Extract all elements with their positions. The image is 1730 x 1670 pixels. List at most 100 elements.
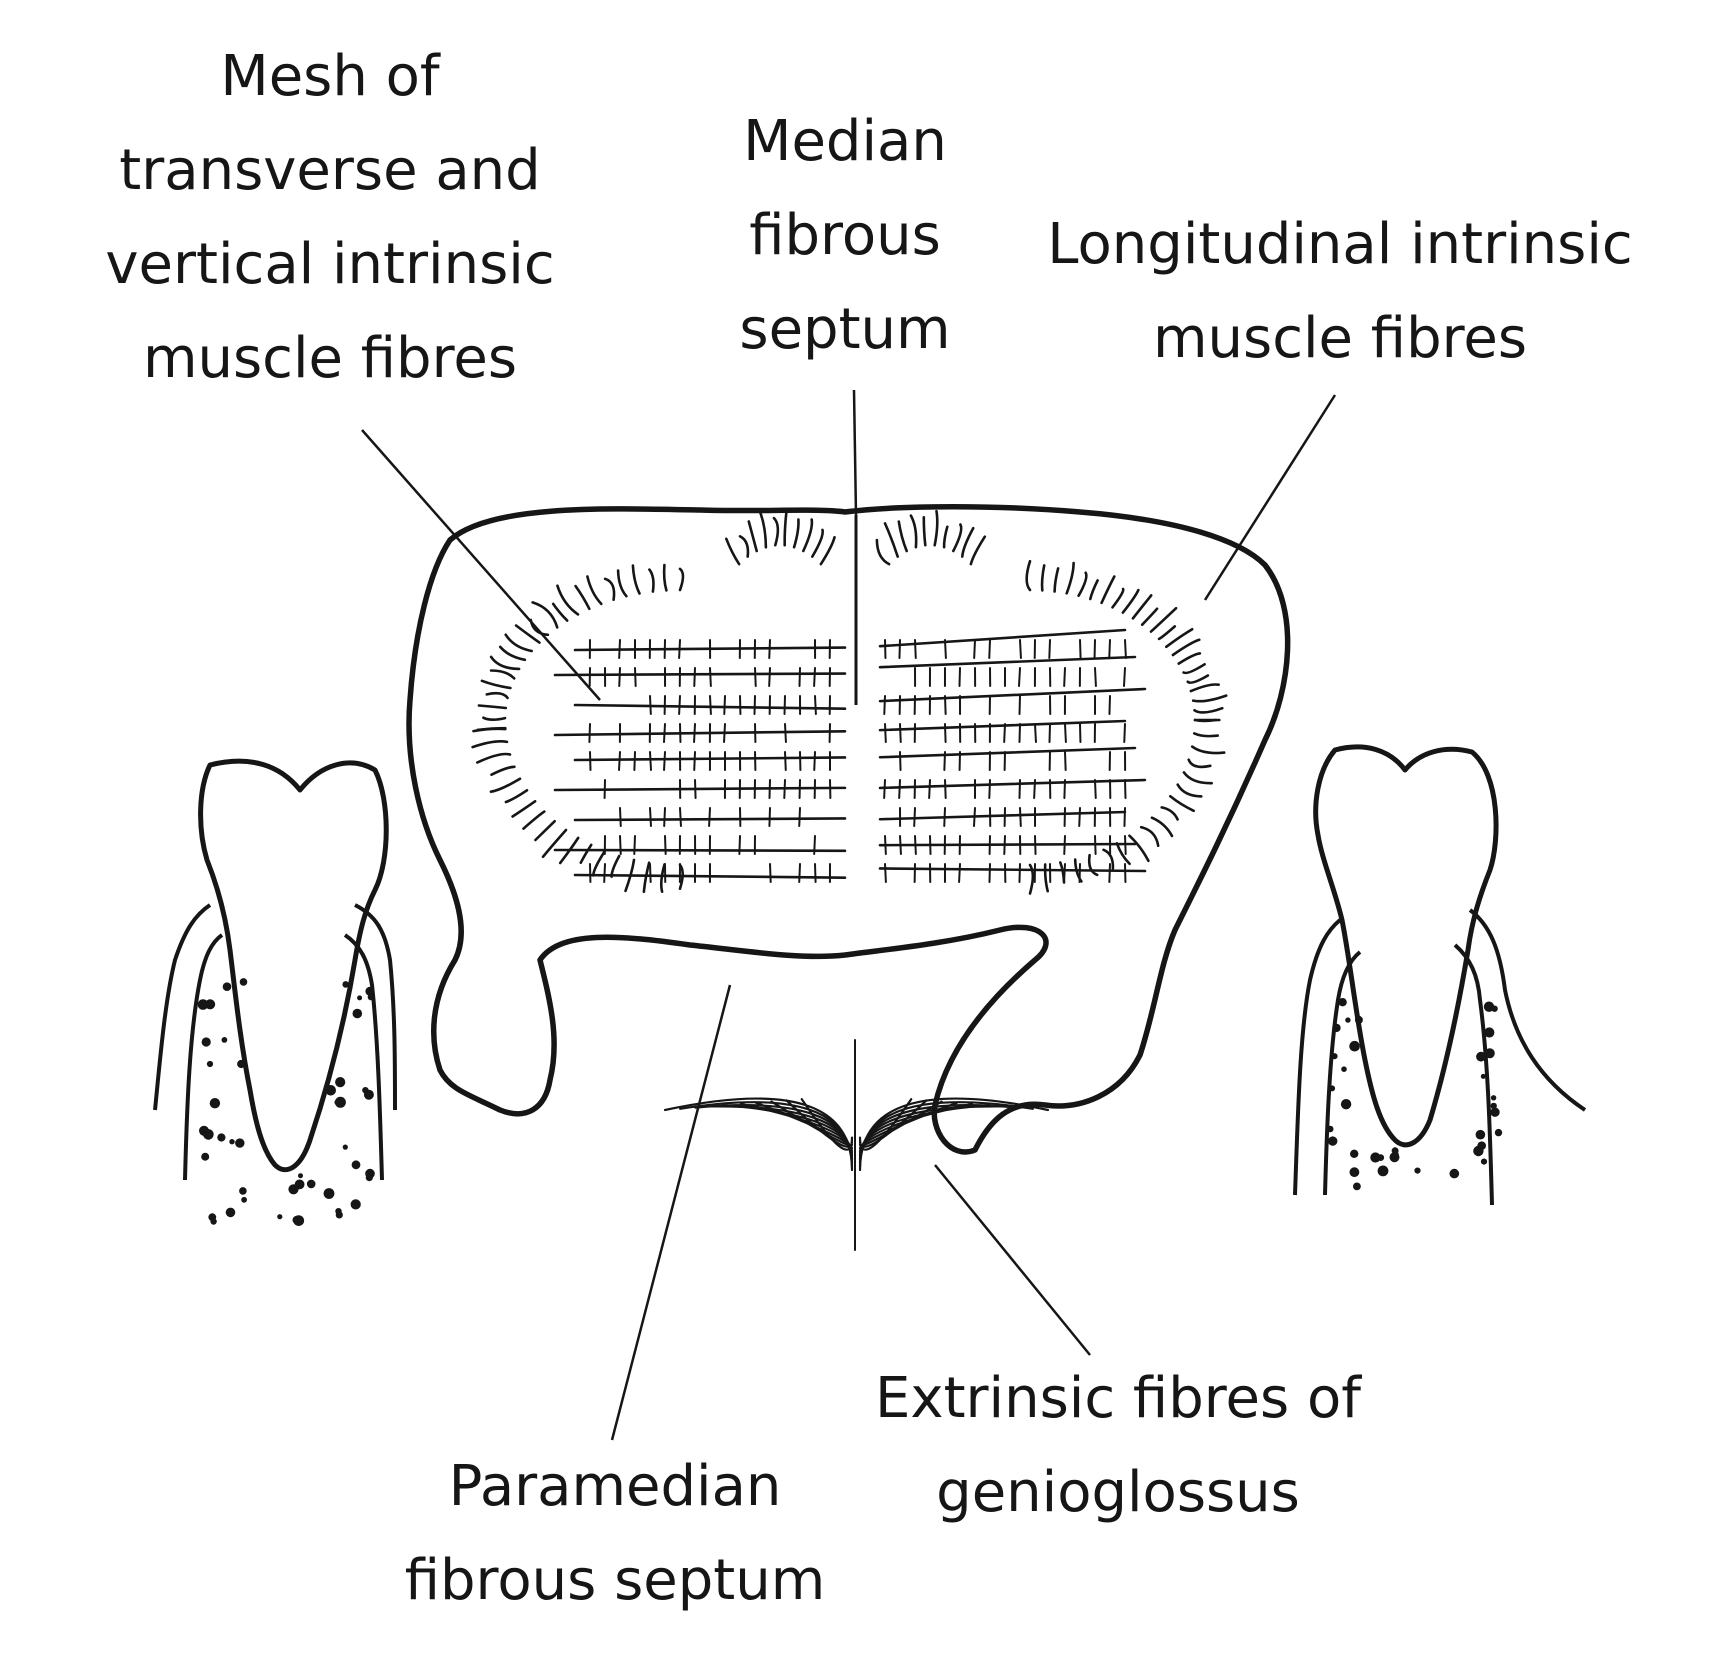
peripheral-fibre [933, 509, 939, 547]
vertical-fibre [1108, 863, 1111, 883]
peripheral-fibre [1065, 561, 1075, 595]
peripheral-fibre [1177, 652, 1202, 665]
vertical-fibre [618, 667, 621, 687]
peripheral-fibre [603, 577, 616, 601]
label-line: Longitudinal intrinsic [1047, 212, 1633, 277]
vertical-fibre [944, 723, 947, 743]
label-line: Extrinsic fibres of [875, 1366, 1361, 1431]
vertical-fibre [618, 639, 621, 659]
vertical-fibre [883, 779, 886, 799]
peripheral-fibre [909, 514, 918, 549]
peripheral-fibre [922, 516, 927, 547]
peripheral-fibre [1182, 663, 1206, 675]
bone-dot [365, 1168, 375, 1179]
peripheral-fibre [1191, 694, 1228, 703]
vertical-fibre [898, 639, 901, 659]
tongue-outline [406, 504, 1291, 1155]
bone-dot [1332, 1023, 1341, 1033]
peripheral-fibre [747, 520, 758, 553]
peripheral-fibre [616, 569, 628, 598]
leader-extrinsic [934, 1164, 1091, 1356]
peripheral-fibre [1043, 863, 1049, 893]
vertical-fibre [813, 835, 816, 855]
bone-dot [335, 1077, 346, 1088]
left-tooth [198, 758, 389, 1173]
peripheral-fibre [1149, 606, 1178, 633]
vertical-fibre [1063, 667, 1066, 687]
bone-dot [229, 1139, 235, 1145]
bone-dot [350, 1199, 361, 1210]
bone-dot [342, 1144, 348, 1150]
vertical-fibre [678, 639, 681, 659]
peripheral-fibre [551, 602, 569, 622]
label-line: fibrous [749, 203, 941, 268]
label-line: muscle fibres [142, 326, 518, 391]
peripheral-fibre [738, 535, 750, 558]
leader-paramedian [610, 984, 732, 1441]
peripheral-fibre [586, 575, 603, 606]
bone-dot [1328, 1136, 1338, 1146]
vertical-fibre [619, 807, 622, 827]
bone-dot [1377, 1165, 1389, 1177]
vertical-fibre [814, 695, 817, 715]
vertical-fibre [753, 695, 756, 715]
peripheral-fibre [1131, 594, 1153, 620]
bone-dot [293, 1215, 305, 1226]
bone-dot [1370, 1152, 1381, 1163]
peripheral-fibre [482, 716, 507, 721]
vertical-fibre [798, 807, 801, 827]
bone-dot [1490, 1102, 1497, 1110]
peripheral-fibre [1028, 863, 1035, 895]
vertical-fibre [1123, 667, 1126, 687]
peripheral-fibre [1176, 783, 1203, 798]
bone-dot [365, 986, 375, 996]
peripheral-fibre [1190, 745, 1226, 755]
transverse-fibre [553, 729, 847, 737]
transverse-fibre [553, 786, 847, 792]
peripheral-fibre [490, 765, 516, 776]
bone-dot [334, 1096, 346, 1108]
vertical-fibre [694, 779, 697, 799]
vertical-fibre [633, 751, 636, 771]
vertical-fibre [1079, 639, 1082, 659]
right-gum-inner [1323, 943, 1494, 1206]
peripheral-fibre [875, 538, 891, 566]
leader-median [852, 389, 858, 516]
transverse-fibre [878, 842, 1137, 847]
vertical-fibre [1034, 723, 1037, 743]
vertical-fibre [664, 835, 667, 855]
bone-dot [1483, 1001, 1495, 1012]
vertical-fibre [913, 807, 916, 827]
bone-dot [294, 1179, 305, 1190]
vertical-fibre [943, 807, 946, 827]
vertical-fibre [1124, 835, 1127, 855]
vertical-fibre [1094, 779, 1097, 799]
vertical-fibre [619, 835, 622, 855]
vertical-fibre [679, 807, 682, 827]
vertical-fibre [1034, 835, 1037, 855]
bone-dot [1414, 1167, 1421, 1174]
bone-dot [1490, 1107, 1500, 1117]
bone-dot [1480, 1158, 1488, 1165]
vertical-fibre [693, 723, 696, 743]
bone-dot [1490, 1095, 1497, 1101]
bone-dot [352, 1008, 363, 1019]
vertical-fibre [769, 863, 772, 883]
peripheral-fibre [792, 518, 800, 549]
peripheral-fibre [1128, 834, 1150, 863]
bone-dot [1477, 1141, 1486, 1150]
right-tooth [1313, 744, 1499, 1148]
genioglossus-fibre [800, 1098, 854, 1151]
bone-dot [1338, 998, 1347, 1007]
bone-dot [323, 1188, 335, 1199]
vertical-fibre [663, 751, 666, 771]
bone-dot [217, 1133, 226, 1142]
bone-dot [335, 1211, 343, 1219]
bone-stipple [197, 978, 1503, 1226]
vertical-fibre [1063, 779, 1066, 799]
vertical-fibre [1078, 807, 1081, 827]
peripheral-fibre [504, 789, 529, 804]
vertical-fibre [1094, 667, 1097, 687]
vertical-fibre [1003, 723, 1006, 743]
peripheral-fibre [659, 863, 666, 893]
